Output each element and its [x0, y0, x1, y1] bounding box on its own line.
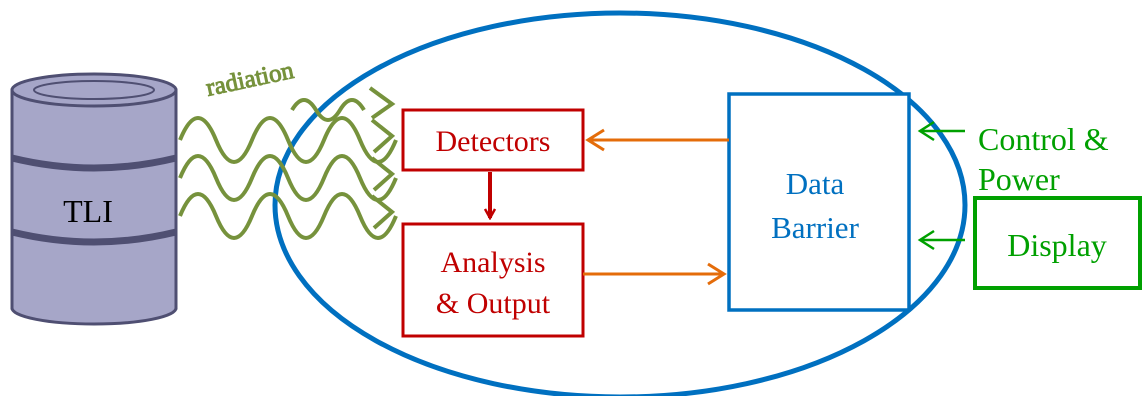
barrel-top-inner	[33, 80, 155, 100]
radiation-label: radiation	[204, 57, 297, 102]
radiation-wave-2-head	[370, 156, 396, 192]
data-barrier-box	[727, 92, 911, 312]
analysis-label-line2: & Output	[436, 287, 551, 320]
radiation-wave-top	[290, 98, 366, 122]
display-label: Display	[1007, 227, 1107, 263]
radiation-wave-2	[178, 154, 398, 202]
barrel-label: TLI	[63, 193, 113, 229]
radiation-wave-3	[178, 192, 398, 240]
analysis-label-line1: Analysis	[441, 246, 546, 279]
display-arrow-head	[917, 229, 935, 251]
barrel-body-cover	[13, 90, 175, 308]
barrel: TLI	[10, 72, 178, 326]
data-barrier-label-line2: Barrier	[771, 210, 859, 245]
radiation-wave-3-head	[370, 194, 396, 230]
radiation-wave-1-head	[370, 118, 396, 154]
data-barrier-label-line1: Data	[786, 166, 845, 201]
barrel-rib-2	[11, 228, 177, 246]
radiation-wave-top-head	[368, 86, 396, 120]
system-ellipse	[272, 10, 968, 396]
barrel-rib-1	[11, 154, 177, 172]
barrier-to-detectors-arrow-head	[585, 128, 605, 152]
control-label-line2: Power	[978, 161, 1060, 197]
detectors-box	[401, 108, 585, 172]
control-arrow-head	[917, 120, 935, 142]
barrel-top	[10, 72, 178, 108]
display-box	[973, 196, 1142, 290]
analysis-box	[401, 222, 585, 338]
detectors-label: Detectors	[436, 125, 551, 158]
radiation-wave-1	[178, 116, 398, 164]
control-label-line1: Control &	[978, 121, 1109, 157]
analysis-to-barrier-arrow-head	[707, 262, 727, 286]
